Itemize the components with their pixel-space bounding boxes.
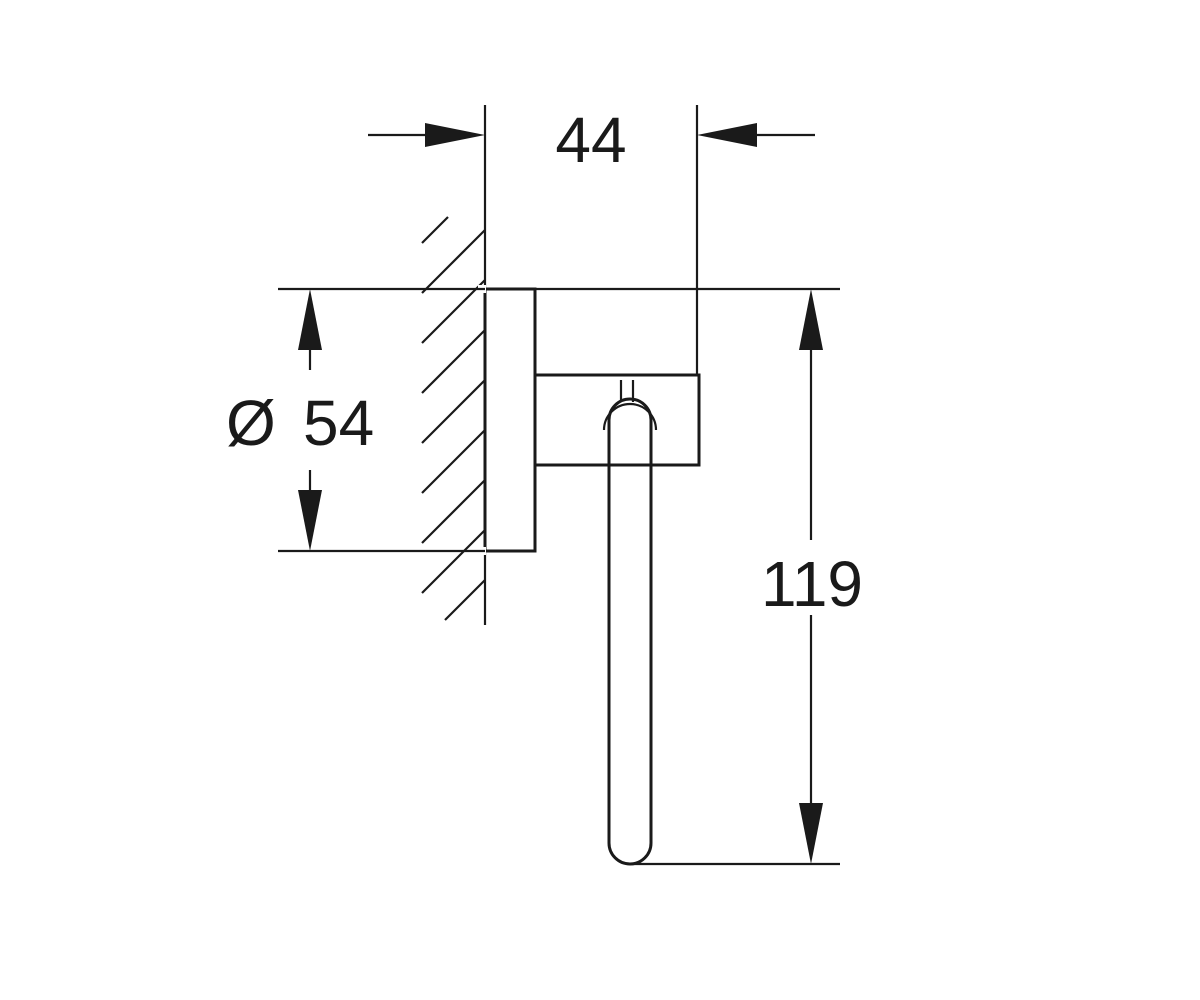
arrow-right — [425, 123, 485, 147]
rod-collar — [602, 402, 658, 431]
wall-hatching — [421, 215, 487, 625]
dimension-depth: 44 — [368, 104, 815, 375]
hatch-line — [421, 329, 486, 394]
hatch-line — [421, 379, 486, 444]
holder-arm — [533, 373, 701, 467]
arm-body — [533, 373, 701, 467]
arrow-up — [799, 289, 823, 350]
rosette — [478, 285, 537, 555]
arrow-down — [799, 803, 823, 864]
arrow-left — [697, 123, 757, 147]
diameter-symbol: Ø — [226, 387, 276, 459]
hatch-line — [421, 216, 449, 244]
arrow-up — [298, 289, 322, 350]
holder-rod — [602, 380, 658, 866]
depth-label: 44 — [555, 104, 626, 176]
hatch-line — [444, 579, 486, 621]
dimension-height: 119 — [535, 287, 863, 866]
hatch-line — [421, 279, 486, 344]
hatch-line — [421, 229, 486, 294]
dimension-diameter: Ø 54 — [226, 287, 485, 553]
hatch-line — [421, 529, 486, 594]
height-label: 119 — [761, 548, 863, 620]
rod-body — [607, 397, 653, 866]
diameter-label: 54 — [303, 387, 374, 459]
rosette-plate — [483, 287, 537, 553]
hatch-line — [421, 479, 486, 544]
arrow-down — [298, 490, 322, 551]
hatch-line — [421, 429, 486, 494]
